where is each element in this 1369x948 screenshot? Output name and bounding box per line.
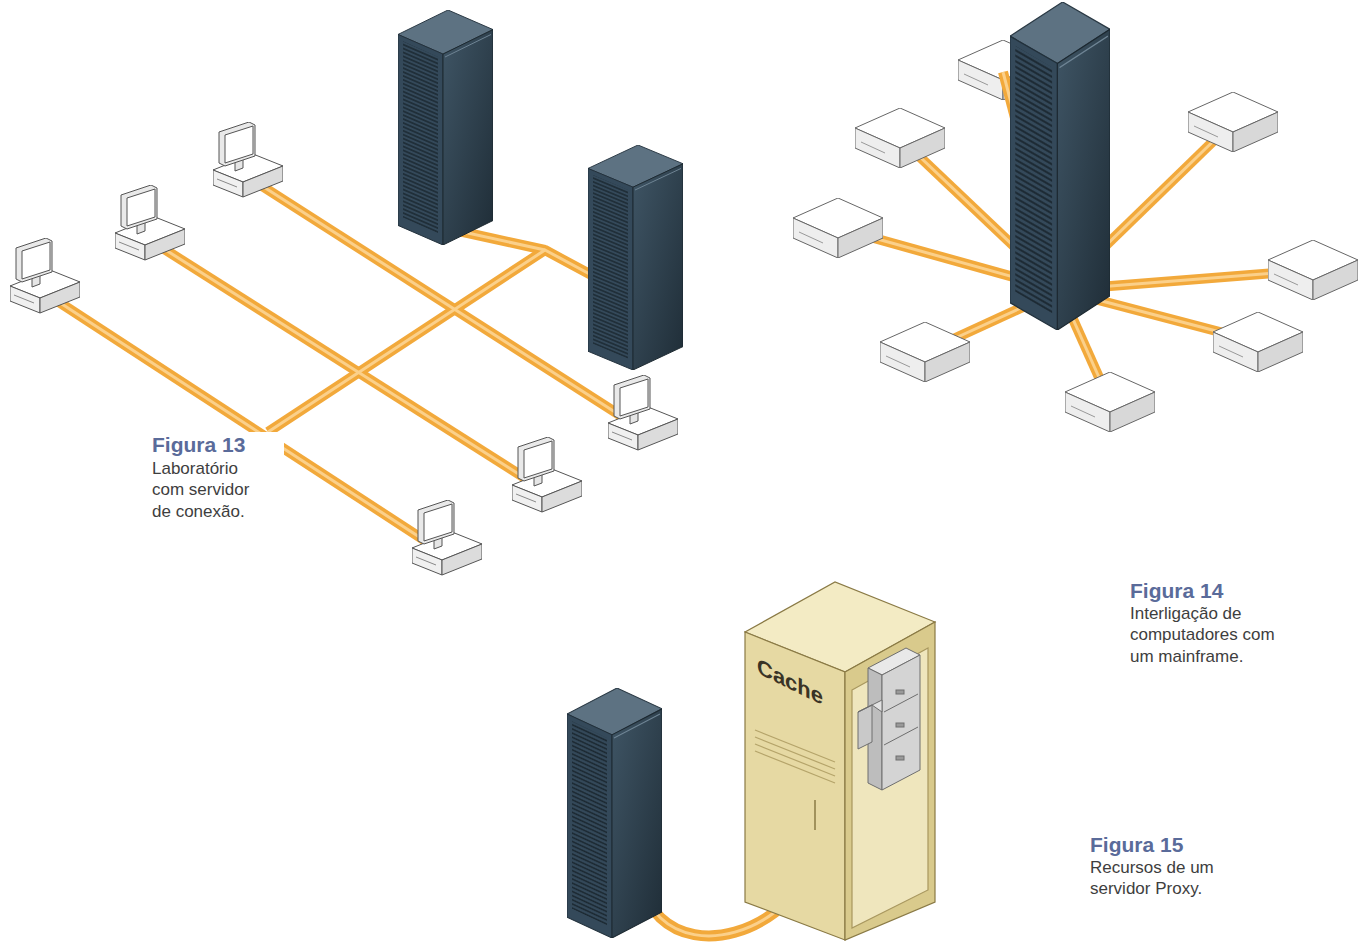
- figure-caption: Interligação de computadores com um main…: [1128, 603, 1284, 667]
- server-tower: [398, 10, 493, 245]
- proxy-cabinet: [745, 582, 935, 940]
- terminal-box: [855, 108, 945, 168]
- figure-caption: Recursos de um servidor Proxy.: [1088, 857, 1232, 900]
- device-label: Cache: [757, 653, 823, 711]
- figure-caption: Laboratório com servidor de conexão.: [150, 458, 266, 522]
- terminal-box: [1268, 240, 1358, 300]
- figure-number: Figura 15: [1088, 832, 1242, 857]
- workstation: [512, 437, 582, 512]
- workstation: [10, 238, 80, 313]
- server-tower: [588, 145, 683, 370]
- workstation: [213, 122, 283, 197]
- workstation: [608, 375, 678, 450]
- figure-number: Figura 14: [1128, 578, 1282, 603]
- workstation: [115, 185, 185, 260]
- terminal-box: [1065, 372, 1155, 432]
- server-tower: [567, 688, 662, 938]
- mainframe: [1010, 2, 1110, 330]
- file-drawer-icon: [858, 648, 920, 790]
- cabinet-face: Cache: [754, 650, 827, 715]
- terminal-box: [1188, 92, 1278, 152]
- terminal-box: [1213, 312, 1303, 372]
- terminal-box: [880, 322, 970, 382]
- network-cable-stripe: [45, 177, 643, 555]
- network-cable: [45, 177, 643, 555]
- terminal-box: [793, 198, 883, 258]
- figure-number: Figura 13: [150, 432, 284, 457]
- workstation: [412, 500, 482, 575]
